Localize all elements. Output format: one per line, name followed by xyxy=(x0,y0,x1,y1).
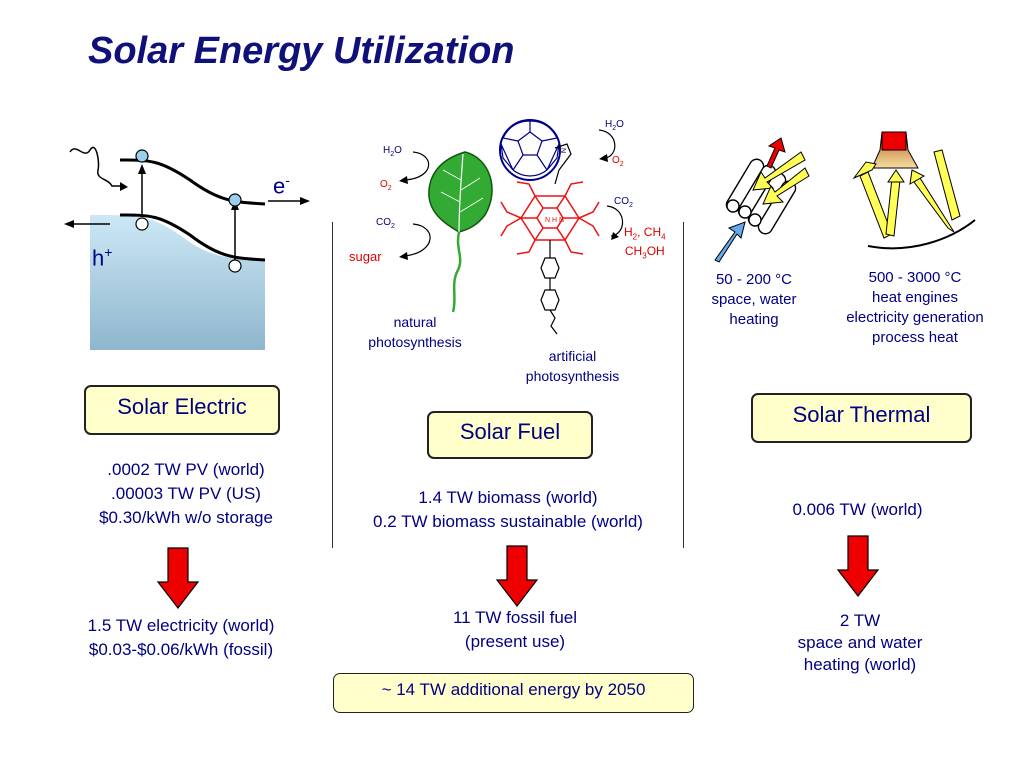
compare-line: (present use) xyxy=(464,632,566,651)
compare-line: 1.5 TW electricity (world) xyxy=(87,616,275,635)
hole-icon xyxy=(228,259,242,273)
co2-label: CO2 xyxy=(614,196,633,209)
stat-line: .00003 TW PV (US) xyxy=(111,484,261,503)
mirror-icon xyxy=(867,219,976,250)
solar-thermal-box: Solar Thermal xyxy=(751,393,972,443)
solar-electric-box: Solar Electric xyxy=(84,385,280,435)
porphyrin-icon xyxy=(500,181,600,255)
compare-line: space and water xyxy=(797,633,923,652)
artificial-caption: artificial photosynthesis xyxy=(525,348,620,384)
photon-icon xyxy=(69,146,120,187)
solar-electric-stats: .0002 TW PV (world) .00003 TW PV (US) $0… xyxy=(56,458,316,530)
solar-fuel-stats: 1.4 TW biomass (world) 0.2 TW biomass su… xyxy=(338,486,678,534)
natural-caption: natural photosynthesis xyxy=(368,314,462,350)
thermal-low-text: 50 - 200 °C space, water heating xyxy=(711,271,797,328)
co2-label: CO2 xyxy=(376,217,395,230)
page-title: Solar Energy Utilization xyxy=(88,30,515,72)
column-divider xyxy=(332,222,333,548)
solar-thermal-compare: 2 TW space and water heating (world) xyxy=(760,610,960,676)
hole-label: h+ xyxy=(92,244,113,271)
valence-band xyxy=(119,213,266,262)
sunlight-arrow-icon xyxy=(752,151,806,191)
linker-chain-icon xyxy=(540,240,560,335)
solar-fuel-box: Solar Fuel xyxy=(427,411,593,459)
compare-line: 11 TW fossil fuel xyxy=(452,608,578,627)
solar-thermal-stats: 0.006 TW (world) xyxy=(745,498,970,522)
down-arrow-icon xyxy=(836,535,880,597)
hole-icon xyxy=(135,217,149,231)
o2-label: O2 xyxy=(612,155,624,168)
svg-text:N H N: N H N xyxy=(545,217,564,224)
water-heater-graphic xyxy=(714,137,810,263)
stat-line: 1.4 TW biomass (world) xyxy=(418,488,598,507)
column-divider xyxy=(683,222,684,548)
compare-line: heating (world) xyxy=(803,655,917,674)
sunlight-arrow-icon xyxy=(762,167,810,205)
electron-icon xyxy=(228,193,242,207)
sunlight-arrow-icon xyxy=(933,149,961,221)
stem-icon xyxy=(451,231,462,313)
compare-line: 2 TW xyxy=(839,611,881,630)
thermal-high-text: 500 - 3000 °C heat engines electricity g… xyxy=(846,269,984,346)
artificial-photosynthesis-graphic: N N H N xyxy=(499,119,624,335)
o2-label: O2 xyxy=(380,179,392,192)
band-diagram xyxy=(64,146,310,350)
solar-electric-compare: 1.5 TW electricity (world) $0.03-$0.06/k… xyxy=(46,614,316,662)
sugar-label: sugar xyxy=(349,249,382,264)
concentrator-graphic xyxy=(852,131,976,250)
h2o-label: H2O xyxy=(605,119,624,132)
natural-photosynthesis-graphic xyxy=(399,151,493,313)
down-arrow-icon xyxy=(495,545,539,607)
svg-text:N: N xyxy=(559,148,566,153)
electron-label: e- xyxy=(273,172,290,199)
cold-water-arrow-icon xyxy=(714,221,746,263)
stat-line: .0002 TW PV (world) xyxy=(107,460,265,479)
down-arrow-icon xyxy=(156,547,200,609)
semiconductor-body xyxy=(90,215,265,350)
hot-water-arrow-icon xyxy=(766,137,786,169)
fuel-products-label: H2, CH4 CH3OH xyxy=(624,225,666,261)
stat-line: $0.30/kWh w/o storage xyxy=(99,508,273,527)
compare-line: $0.03-$0.06/kWh (fossil) xyxy=(88,640,274,659)
fullerene-icon xyxy=(499,119,561,181)
stat-line: 0.2 TW biomass sustainable (world) xyxy=(373,512,643,531)
solar-fuel-compare: 11 TW fossil fuel (present use) xyxy=(400,606,630,654)
stat-line: 0.006 TW (world) xyxy=(792,500,923,519)
h2o-label: H2O xyxy=(383,145,402,158)
footer-box: ~ 14 TW additional energy by 2050 xyxy=(333,673,694,713)
sunlight-arrow-icon xyxy=(885,177,901,237)
electron-icon xyxy=(135,149,149,163)
